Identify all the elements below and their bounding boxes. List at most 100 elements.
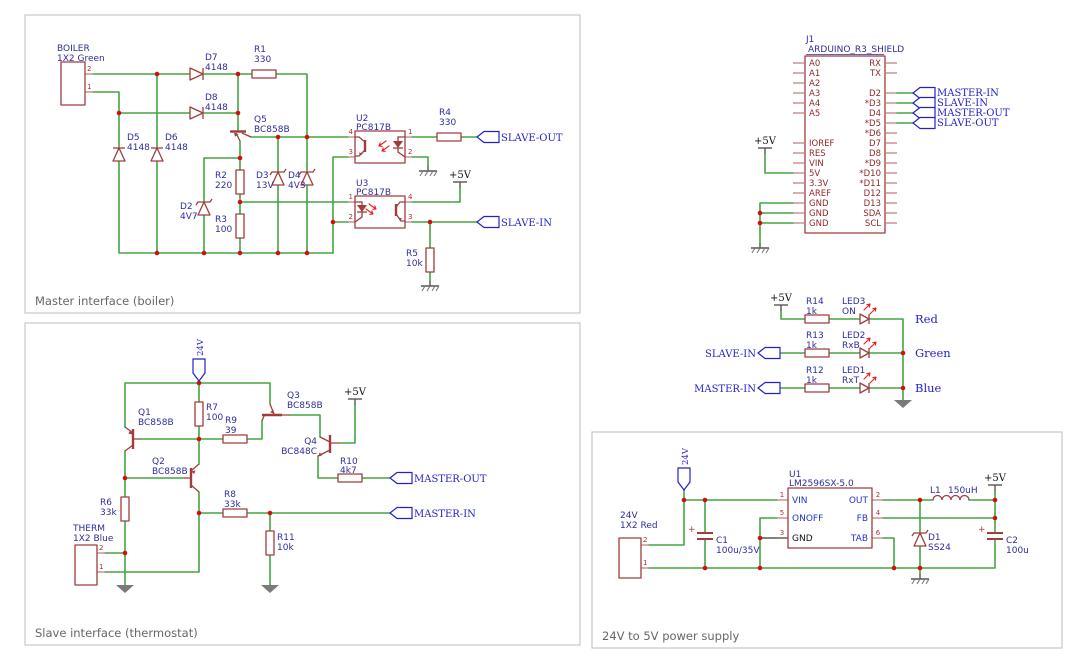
j1-pin-leads [793, 62, 897, 224]
svg-text:A2: A2 [809, 79, 820, 89]
svg-text:VIN: VIN [809, 159, 824, 169]
svg-text:A3: A3 [809, 89, 820, 99]
svg-text:D1: D1 [928, 533, 941, 543]
svg-text:D12: D12 [864, 189, 881, 199]
svg-text:3.3V: 3.3V [809, 179, 829, 189]
gnd-earth-icon [420, 280, 440, 292]
svg-text:100u: 100u [1006, 546, 1029, 556]
net-slave-in: SLAVE-IN [501, 218, 552, 229]
svg-text:RxB: RxB [842, 341, 860, 351]
master-pin-leads [85, 73, 412, 223]
svg-text:1: 1 [99, 563, 103, 571]
transistor-q1: Q1 BC858B [124, 408, 174, 452]
junction-dots [900, 350, 906, 391]
svg-text:*D11: *D11 [859, 179, 881, 189]
master-frame [24, 14, 581, 314]
svg-text:PC817B: PC817B [356, 188, 391, 198]
diode-d6: D6 4148 [150, 133, 188, 162]
optocoupler-u3: U3 PC817B 1 2 4 3 [349, 179, 413, 229]
svg-text:FB: FB [857, 514, 868, 524]
net-blue: Blue [915, 381, 942, 395]
svg-text:ON: ON [842, 307, 856, 317]
svg-text:4V7: 4V7 [180, 212, 198, 222]
svg-text:Q2: Q2 [152, 457, 165, 467]
net-master-out: MASTER-OUT [937, 108, 1010, 119]
led-row: R14 1k LED3 ON Red [804, 297, 938, 326]
svg-text:*D3: *D3 [865, 99, 881, 109]
psu-pin-leads [641, 499, 883, 569]
resistor-r3: R3 100 [215, 213, 245, 239]
net-flag-icon [912, 96, 936, 110]
boiler-value: 1X2 Green [57, 54, 105, 64]
plus5v-label: +5V [449, 170, 472, 181]
svg-text:Q1: Q1 [138, 408, 151, 418]
therm-value: 1X2 Blue [73, 534, 114, 544]
svg-text:R14: R14 [806, 297, 824, 307]
svg-text:C1: C1 [716, 536, 728, 546]
svg-text:D4: D4 [288, 171, 301, 181]
svg-text:5V: 5V [809, 169, 820, 179]
resistor-r8: R8 33k [222, 490, 248, 518]
master-title: Master interface (boiler) [35, 294, 174, 308]
svg-text:6: 6 [876, 529, 881, 537]
gnd-triangle-icon [894, 400, 912, 408]
gnd-earth-icon [418, 165, 438, 177]
svg-text:RES: RES [809, 149, 826, 159]
svg-text:330: 330 [439, 118, 456, 128]
svg-text:Q5: Q5 [254, 115, 267, 125]
slave-interface-section: Slave interface (thermostat) 24V Q1 BC85… [24, 322, 581, 646]
capacitor-c1: + C1 100u/35V [688, 525, 760, 556]
svg-text:BC858B: BC858B [254, 125, 290, 135]
svg-text:D7: D7 [869, 139, 881, 149]
svg-text:4k7: 4k7 [340, 466, 357, 476]
svg-text:R4: R4 [439, 108, 451, 118]
led-emission-icon [863, 337, 877, 349]
diode-d1: D1 SS24 [911, 529, 951, 553]
j1-body [804, 55, 886, 234]
v24-flag-icon [192, 358, 206, 382]
conn24-value: 1X2 Red [620, 521, 658, 531]
svg-text:IOREF: IOREF [809, 139, 834, 149]
svg-text:RX: RX [869, 59, 881, 69]
svg-text:R5: R5 [406, 249, 418, 259]
svg-text:3: 3 [780, 529, 784, 537]
svg-text:10k: 10k [406, 259, 423, 269]
resistor-r7: R7 100 [194, 401, 223, 427]
net-flag-icon [912, 116, 936, 130]
svg-text:D2: D2 [869, 89, 881, 99]
svg-text:BC858B: BC858B [287, 401, 323, 411]
svg-text:TAB: TAB [850, 534, 868, 544]
plus5v-label: +5V [754, 136, 777, 147]
resistor-r1: R1 330 [251, 45, 277, 79]
svg-text:D3: D3 [256, 171, 269, 181]
plus5v-label: +5V [344, 387, 367, 398]
plus-sign: + [688, 525, 696, 535]
svg-text:10k: 10k [277, 543, 294, 553]
svg-text:GND: GND [809, 219, 829, 229]
gnd-earth-icon [910, 573, 930, 585]
net-flag-icon [912, 86, 936, 100]
svg-text:2: 2 [349, 213, 353, 221]
zener-d2: D2 4V7 [180, 198, 213, 222]
plus5v-label: +5V [770, 293, 793, 304]
svg-text:ONOFF: ONOFF [792, 514, 823, 524]
psu-title: 24V to 5V power supply [602, 629, 739, 643]
svg-text:R3: R3 [215, 215, 227, 225]
svg-text:R8: R8 [224, 490, 236, 500]
svg-text:1: 1 [643, 559, 647, 567]
svg-text:39: 39 [225, 426, 237, 436]
diode-d7: D7 4148 [189, 53, 228, 81]
transistor-q5: Q5 BC858B [230, 115, 290, 142]
svg-text:R11: R11 [277, 533, 295, 543]
boiler-ref: BOILER [57, 44, 90, 54]
svg-text:*D9: *D9 [865, 159, 881, 169]
svg-text:R2: R2 [215, 171, 227, 181]
svg-text:GND: GND [809, 199, 829, 209]
junction-dots [757, 210, 763, 226]
regulator-u1: U1 LM2596SX-5.0 1 5 3 2 4 6 VIN ONOFF GN… [780, 470, 881, 549]
svg-text:U2: U2 [356, 114, 368, 124]
svg-text:RxT: RxT [842, 376, 860, 386]
slave-title: Slave interface (thermostat) [35, 626, 198, 640]
